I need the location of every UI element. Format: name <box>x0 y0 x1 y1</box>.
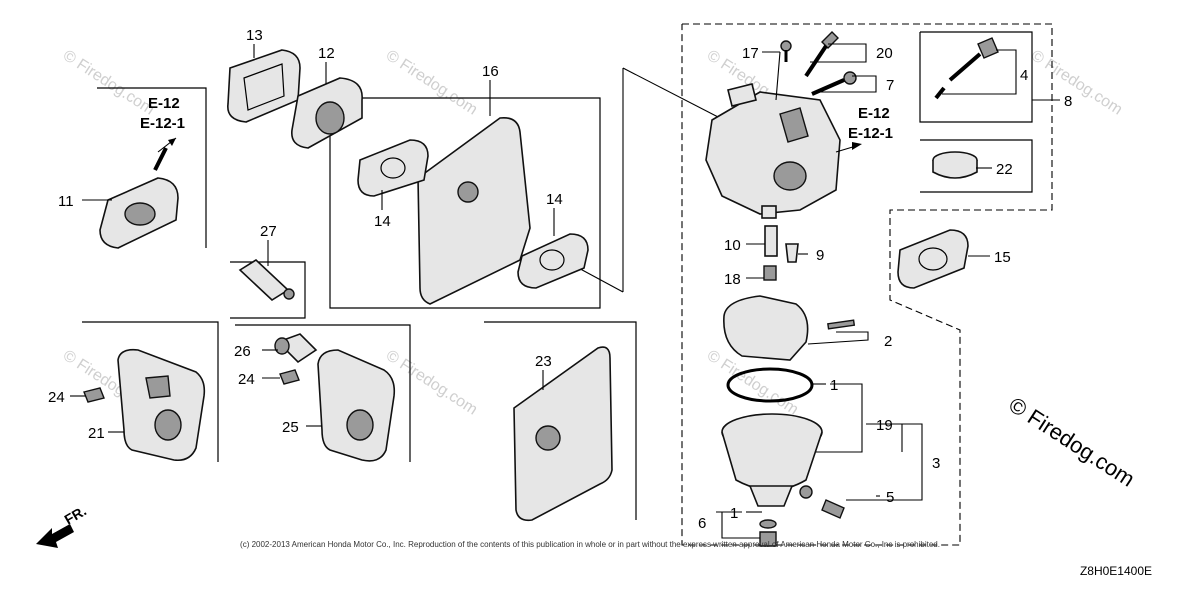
watermark: © Firedog.com <box>60 47 157 119</box>
part-1-gasket-ring <box>726 367 814 403</box>
callout-4: 4 <box>1020 67 1028 84</box>
ref-e121-right: E-12-1 <box>848 125 893 142</box>
arrow-icon <box>168 138 176 146</box>
callout-10: 10 <box>724 237 741 254</box>
callout-24: 24 <box>48 389 65 406</box>
front-direction-arrow <box>36 524 74 548</box>
callouts: 11 13 12 16 14 14 27 24 21 26 24 25 23 1… <box>48 27 1072 532</box>
callout-3: 3 <box>932 455 940 472</box>
ref-e12-left: E-12 <box>148 95 180 112</box>
part-22-cap <box>932 151 978 179</box>
part-5-bolt-washer <box>799 485 845 519</box>
part-4-screw-set <box>934 37 999 100</box>
part-23-plate <box>513 346 613 522</box>
part-12-insulator <box>291 77 363 149</box>
ref-e12-right: E-12 <box>858 105 890 122</box>
arrow-icon <box>852 142 862 150</box>
part-9-nozzle <box>785 243 799 263</box>
callout-1: 1 <box>730 505 738 522</box>
part-24-clip-right <box>279 369 300 385</box>
part-10-jet <box>764 225 778 257</box>
float-assembly <box>723 295 809 361</box>
watermark: © Firedog.com <box>1028 47 1125 119</box>
watermark: © Firedog.com <box>383 347 480 419</box>
callout-11: 11 <box>58 193 74 210</box>
carburetor-body <box>705 83 841 219</box>
section-frames <box>82 23 1053 546</box>
part-14-gasket-left <box>357 139 429 197</box>
copyright-notice: (c) 2002-2013 American Honda Motor Co., … <box>240 540 940 549</box>
callout-22: 22 <box>996 161 1013 178</box>
callout-6: 6 <box>698 515 706 532</box>
part-2-float-pin <box>827 319 856 330</box>
part-11-insulator <box>99 147 179 249</box>
part-25-bracket <box>317 349 396 462</box>
part-17-screw <box>780 40 792 62</box>
arrow-icon <box>36 524 74 548</box>
diagram-code: Z8H0E1400E <box>1079 564 1152 578</box>
part-21-bracket <box>117 348 206 462</box>
part-24-clip-left <box>83 387 105 403</box>
watermark: © Firedog.com <box>383 47 480 119</box>
part-15-gasket <box>897 229 969 289</box>
callout-9: 9 <box>816 247 824 264</box>
callout-20: 20 <box>876 45 893 62</box>
ref-e121-left: E-12-1 <box>140 115 185 132</box>
float-chamber <box>721 413 823 507</box>
callout-15: 15 <box>994 249 1011 266</box>
reference-arrows <box>157 137 862 153</box>
part-18-jet <box>763 265 777 281</box>
callout-18: 18 <box>724 271 741 288</box>
part-26-collar <box>274 333 318 364</box>
callout-1: 1 <box>830 377 838 394</box>
callout-27: 27 <box>260 223 277 240</box>
callout-7: 7 <box>886 77 894 94</box>
callout-23: 23 <box>535 353 552 370</box>
callout-26: 26 <box>234 343 251 360</box>
callout-25: 25 <box>282 419 299 436</box>
callout-24: 24 <box>238 371 255 388</box>
callout-19: 19 <box>876 417 893 434</box>
part-6-bolt-washer <box>759 519 777 547</box>
callout-5: 5 <box>886 489 894 506</box>
callout-16: 16 <box>482 63 499 80</box>
callout-17: 17 <box>742 45 759 62</box>
callout-13: 13 <box>246 27 263 44</box>
part-14-gasket-right <box>517 233 589 289</box>
callout-12: 12 <box>318 45 335 62</box>
callout-14: 14 <box>546 191 563 208</box>
callout-8: 8 <box>1064 93 1072 110</box>
callout-14: 14 <box>374 213 391 230</box>
part-7-screw-spring <box>811 71 857 96</box>
part-13-gasket <box>227 49 301 123</box>
callout-2: 2 <box>884 333 892 350</box>
callout-21: 21 <box>88 425 105 442</box>
leader-lines <box>70 43 1060 539</box>
part-20-screw-spring <box>804 31 839 78</box>
part-27-pin <box>238 258 295 302</box>
part-16-plate <box>417 116 531 305</box>
